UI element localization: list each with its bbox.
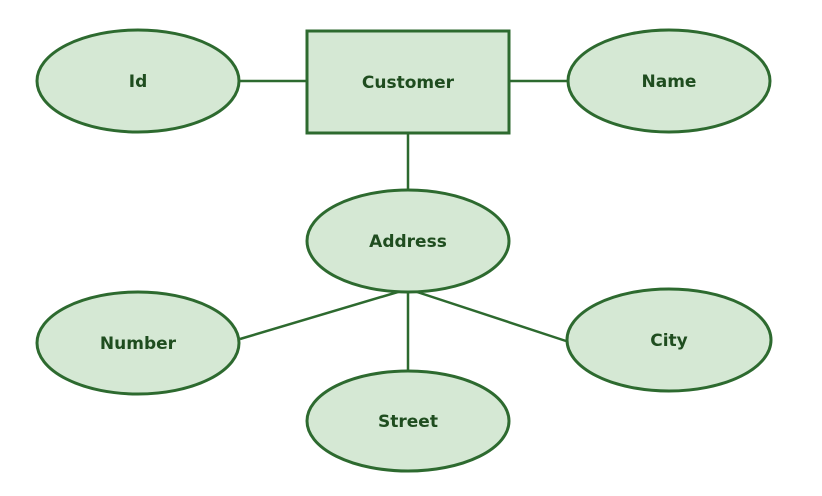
attribute-ellipse-address [305,188,511,294]
attribute-label-address: Address [369,232,447,252]
attribute-ellipse-id [35,28,241,134]
entity-node-customer: Customer [305,29,511,135]
attribute-label-id: Id [129,72,148,92]
attribute-node-id: Id [35,28,241,134]
attribute-label-name: Name [642,72,697,92]
entity-label-customer: Customer [362,73,455,93]
attribute-node-address: Address [305,188,511,294]
attribute-label-street: Street [378,412,438,432]
attribute-ellipse-name [566,28,772,134]
attribute-ellipse-city [565,287,773,393]
attribute-label-number: Number [100,334,177,354]
attribute-ellipse-street [305,369,511,473]
attribute-label-city: City [650,331,688,351]
attribute-node-number: Number [35,290,241,396]
attribute-node-street: Street [305,369,511,473]
entity-rectangle-customer [305,29,511,135]
attribute-node-name: Name [566,28,772,134]
attribute-ellipse-number [35,290,241,396]
edge-address-city [407,287,567,343]
attribute-node-city: City [565,287,773,393]
edge-address-number [239,287,409,341]
